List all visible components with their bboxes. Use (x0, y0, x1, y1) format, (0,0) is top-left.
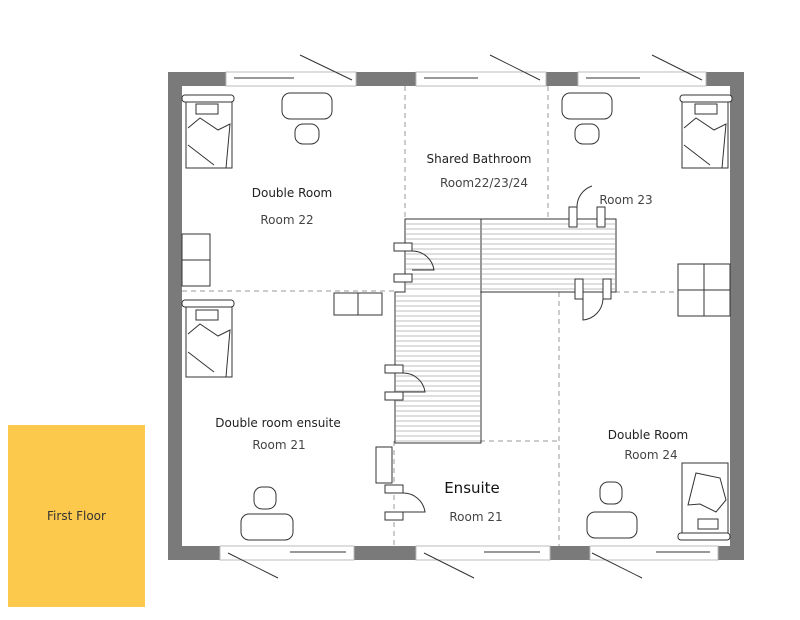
room-21-name: Double room ensuite (215, 416, 340, 430)
bed-room21 (181, 299, 235, 378)
room-24-name: Double Room (608, 428, 689, 442)
bed-room24 (677, 462, 731, 541)
shared-bathroom-name: Shared Bathroom (427, 152, 532, 166)
room-22-number: Room 22 (260, 213, 313, 227)
bed-room22 (181, 94, 235, 169)
room-21-number: Room 21 (252, 438, 305, 452)
wardrobes (181, 233, 731, 484)
shared-bathroom-number: Room22/23/24 (440, 176, 528, 190)
desk-chair-room21 (240, 486, 294, 541)
doors (384, 185, 612, 521)
furniture (181, 92, 733, 541)
bed-room23 (679, 94, 733, 169)
room-22-name: Double Room (252, 186, 333, 200)
room-labels: Double Room Room 22 Shared Bathroom Room… (215, 152, 688, 524)
desk-chair-room24 (586, 481, 638, 539)
floor-label-box: First Floor (8, 425, 145, 607)
desk-chair-room22 (281, 92, 333, 145)
ensuite-number: Room 21 (449, 510, 502, 524)
exterior-walls (168, 72, 744, 560)
windows (219, 54, 719, 579)
ensuite-name: Ensuite (444, 479, 500, 497)
staircase (394, 218, 617, 444)
desk-chair-room23 (561, 92, 613, 145)
room-23-number: Room 23 (599, 193, 652, 207)
room-24-number: Room 24 (624, 448, 677, 462)
floor-label: First Floor (47, 509, 106, 523)
